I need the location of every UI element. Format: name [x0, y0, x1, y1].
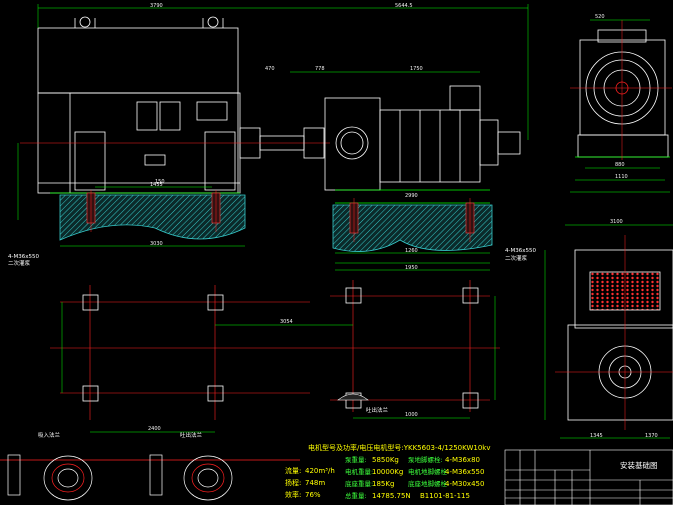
- note-grout-left: 二次灌浆: [8, 259, 31, 267]
- weight-label-0: 泵重量:: [345, 456, 367, 464]
- bolt-pocket-1: [82, 294, 99, 311]
- spec-value-1: 748m: [305, 479, 325, 487]
- dim-overall: 5644.5: [395, 3, 413, 9]
- top-dimensions: [17, 4, 529, 220]
- flange-details: [0, 454, 300, 501]
- pump-discharge: [449, 85, 481, 111]
- dim-plan-left: 2400: [148, 426, 161, 432]
- weight-value-1: 10000Kg: [372, 468, 403, 476]
- lifting-eye-left: [79, 16, 91, 28]
- bolt-value-2: 4-M30x450: [445, 480, 484, 488]
- spec-block: 电机型号及功率/电压电机型号:YKK5603-4/1250KW10kv 流量: …: [285, 443, 491, 500]
- weight-label-1: 电机重量:: [345, 467, 373, 476]
- spec-label-1: 扬程:: [285, 478, 301, 487]
- pump-elevation: [303, 85, 521, 204]
- lifting-eye-right: [207, 16, 219, 28]
- dim-coupling: 150: [155, 179, 165, 185]
- pump-inlet-flange: [335, 126, 369, 160]
- bolt-pocket-3: [82, 385, 99, 402]
- note-anchor-right: 4-M36x550: [505, 248, 536, 254]
- bolt-value-0: 4-M36x80: [445, 456, 480, 464]
- pump-suction-casing: [324, 97, 381, 191]
- weight-value-2: 185Kg: [372, 480, 394, 488]
- dim-side-1345: 1345: [590, 433, 603, 439]
- note-grout-right: 二次灌浆: [505, 254, 528, 262]
- pump-stages: [379, 109, 481, 183]
- label-outlet-flange: 吐出法兰: [180, 431, 203, 439]
- weight-value-0: 5850Kg: [372, 456, 399, 464]
- motor-foundation: [59, 194, 246, 241]
- bolt-pocket-7: [345, 392, 362, 409]
- title-block-title: 安装基础图: [620, 460, 658, 470]
- dim-base-mid: 1455: [150, 182, 163, 188]
- dim-pump-base-2: 1260: [405, 248, 418, 254]
- motor-end-view: [555, 235, 673, 430]
- outlet-flange-view: [183, 455, 233, 501]
- bolt-label-1: 电机地脚螺栓:: [408, 467, 449, 476]
- bolt-pocket-2: [207, 294, 224, 311]
- dim-plan-right: 1000: [405, 412, 418, 418]
- dim-pump-len: 778: [315, 66, 325, 72]
- bolt-label-0: 泵地脚螺栓:: [408, 455, 443, 464]
- spec-header: 电机型号及功率/电压电机型号:YKK5603-4/1250KW10kv: [308, 443, 491, 452]
- dim-side-1370: 1370: [645, 433, 658, 439]
- motor-body: [37, 27, 239, 94]
- bolt-label-2: 底座地脚螺栓:: [408, 479, 449, 488]
- pump-foundation: [332, 204, 493, 252]
- plan-detail-note: 吐出法兰: [366, 406, 389, 414]
- dim-side-base: 3100: [610, 219, 623, 225]
- title-block: [504, 449, 673, 505]
- note-anchor-left: 4-M36x550: [8, 254, 39, 260]
- dim-pump-base: 2990: [405, 193, 418, 199]
- dim-plan-long: 3054: [280, 319, 293, 325]
- dim-side-1110: 1110: [615, 174, 628, 180]
- dim-pump-base-3: 1950: [405, 265, 418, 271]
- bolt-pocket-8: [462, 392, 479, 409]
- weight-value-3: 14785.75N: [372, 492, 411, 500]
- weight-label-2: 底座重量:: [345, 479, 373, 488]
- spec-label-0: 流量:: [285, 466, 301, 475]
- bolt-pocket-4: [207, 385, 224, 402]
- dim-motor-width: 3790: [150, 3, 163, 9]
- dim-side-880: 880: [615, 162, 625, 168]
- dim-side-520: 520: [595, 14, 605, 20]
- side-view: [570, 20, 672, 160]
- bolt-pocket-5: [345, 287, 362, 304]
- inlet-flange-view: [43, 455, 93, 501]
- foundation-plan: 2400 3054 1000 吐出法兰: [50, 280, 500, 433]
- bolt-pocket-6: [462, 287, 479, 304]
- weight-label-3: 总重量:: [345, 491, 367, 500]
- dim-pump-top: 1750: [410, 66, 423, 72]
- bolt-value-3: B1101-81-115: [420, 492, 470, 500]
- bolt-value-1: 4-M36x550: [445, 468, 484, 476]
- dim-a470: 470: [265, 66, 275, 72]
- dim-base-left: 3030: [150, 241, 163, 247]
- spec-value-0: 420m³/h: [305, 467, 335, 475]
- motor-elevation: [37, 16, 305, 194]
- spec-value-2: 76%: [305, 491, 321, 499]
- label-inlet-flange: 吸入法兰: [38, 431, 61, 439]
- spec-label-2: 效率:: [285, 490, 301, 499]
